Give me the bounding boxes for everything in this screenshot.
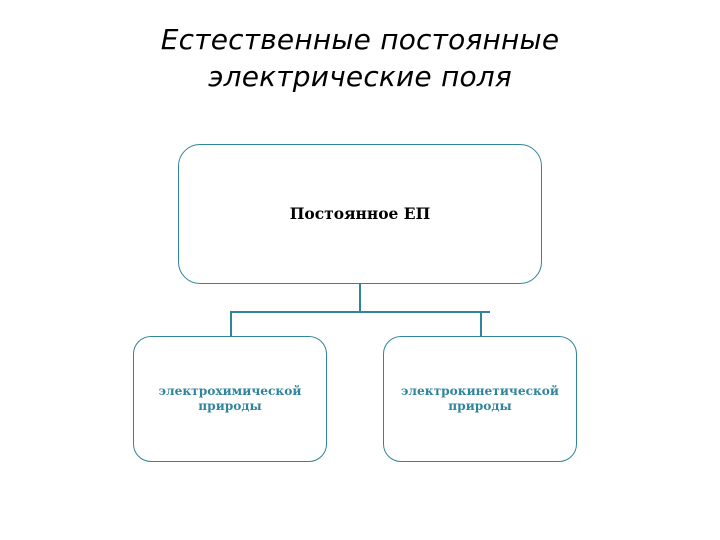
diagram-node-root-label: Постоянное ЕП [289,203,431,223]
diagram-node-child-1: электрохимической природы [133,336,327,462]
connector-left-vertical [230,311,232,336]
connector-horizontal [230,311,490,313]
page-title: Естественные постоянные электрические по… [160,23,560,93]
diagram-node-child-2: электрокинетической природы [383,336,577,462]
diagram-node-root: Постоянное ЕП [178,144,542,284]
connector-right-vertical [480,311,482,336]
connector-root-vertical [359,284,361,312]
diagram-node-child-1-label: электрохимической природы [158,383,302,413]
diagram-node-child-2-label: электрокинетической природы [401,383,559,413]
